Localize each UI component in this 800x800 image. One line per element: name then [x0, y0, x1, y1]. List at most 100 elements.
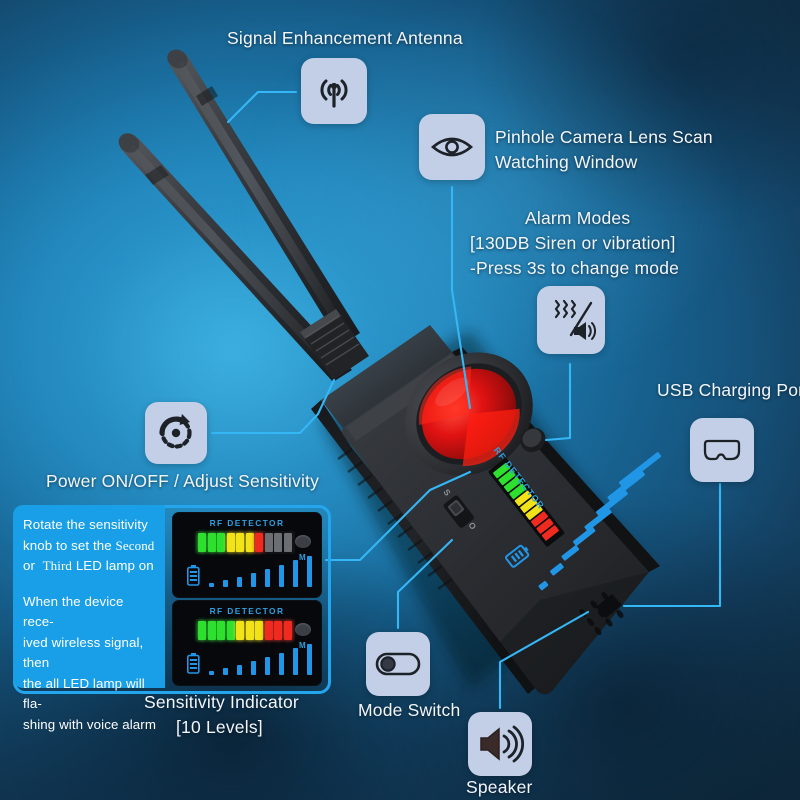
mode-button[interactable] — [516, 423, 551, 457]
caption-alarm-line2: [130DB Siren or vibration] — [470, 233, 676, 253]
instr-p2-line4: shing with voice alarm — [23, 716, 157, 732]
lcd0-bar-8 — [307, 556, 312, 587]
device-sensitivity-bar-5 — [584, 508, 612, 532]
lcd0-bar-2 — [223, 580, 228, 587]
instr-p1-line3: or Third LED lamp on — [23, 558, 154, 573]
speaker-hole — [616, 610, 624, 618]
toggle-switch-icon — [366, 632, 430, 696]
lcd0-led-4 — [226, 533, 235, 552]
lcd0-led-1 — [198, 533, 206, 552]
caption-sensitivity-line2: [10 Levels] — [176, 717, 263, 737]
lcd0-led-9 — [274, 533, 282, 552]
device-sensitivity-bar-1 — [538, 580, 549, 591]
lcd1-led-5 — [236, 621, 244, 640]
lcd1-bar-2 — [223, 668, 228, 675]
device-sensitivity-bar-2 — [549, 563, 564, 576]
lcd0-mode-label: M — [299, 553, 306, 562]
device-led-5 — [514, 490, 532, 506]
lcd1-led-2 — [207, 621, 216, 640]
speaker-hole — [598, 609, 605, 618]
speaker-hole — [605, 618, 613, 627]
lcd1-bar-6 — [279, 653, 284, 675]
speaker-hole — [601, 592, 609, 600]
caption-alarm-line3: -Press 3s to change mode — [470, 258, 680, 278]
lcd1-sensitivity-bars — [209, 644, 321, 675]
instr-p2-line3: the all LED lamp will fla- — [23, 675, 145, 712]
lcd1-battery-icon — [187, 653, 200, 674]
lcd0-bar-1 — [209, 583, 214, 587]
leader-power — [210, 378, 336, 435]
lcd0-led-3 — [217, 533, 225, 552]
device-sensitivity-bar-4 — [572, 526, 596, 546]
lcd1-mode-label: M — [299, 641, 306, 650]
sensitivity-bars — [538, 452, 662, 591]
device-led-1 — [493, 462, 511, 479]
caption-sensitivity-line1: Sensitivity Indicator — [144, 692, 299, 712]
lcd1-led-1 — [198, 621, 206, 640]
antenna-collar — [300, 309, 369, 380]
lcd0-battery-icon — [187, 565, 200, 586]
leader-speaker — [498, 610, 590, 710]
lcd0-led-5 — [236, 533, 244, 552]
instr-p2-line1: When the device rece- — [23, 593, 124, 630]
lcd0-led-7 — [255, 533, 263, 552]
lcd1-title: RF DETECTOR — [209, 606, 285, 616]
camera-lens — [405, 352, 533, 476]
leader-sensitivity — [324, 470, 472, 562]
lcd0-sensitivity-bars — [209, 556, 321, 587]
antenna-upper — [167, 49, 360, 345]
lcd1-bar-4 — [251, 661, 256, 675]
lcd0-led-10 — [283, 533, 292, 552]
lcd1-led-8 — [264, 621, 273, 640]
rotate-knob-icon — [145, 402, 207, 464]
caption-usb: USB Charging Port — [657, 380, 800, 400]
lcd0-led-6 — [245, 533, 254, 552]
lcd1-led-bar — [195, 619, 295, 642]
lcd1-led-9 — [274, 621, 282, 640]
caption-mode-switch: Mode Switch — [358, 700, 461, 720]
lcd0-title: RF DETECTOR — [209, 518, 285, 528]
usb-port-on-device — [596, 594, 622, 618]
eye-icon — [419, 114, 485, 180]
caption-power: Power ON/OFF / Adjust Sensitivity — [46, 471, 320, 491]
caption-lens-line1: Pinhole Camera Lens Scan — [495, 127, 713, 147]
lcd1-knob — [295, 623, 311, 636]
sensitivity-instructions: Rotate the sensitivity knob to set the S… — [13, 505, 165, 732]
led-bar-graph — [488, 458, 565, 547]
device-led-3 — [503, 476, 521, 493]
micro-usb-icon — [690, 418, 754, 482]
slide-switch[interactable]: S O — [441, 487, 478, 532]
antenna-signal-icon — [301, 58, 367, 124]
caption-alarm-line1: Alarm Modes — [525, 208, 631, 228]
lcd-display-sample-2: RF DETECTOR M — [172, 600, 322, 686]
lcd0-bar-3 — [237, 577, 242, 587]
lcd1-led-4 — [226, 621, 235, 640]
lcd0-led-8 — [264, 533, 273, 552]
lcd0-led-bar — [195, 531, 295, 554]
device-sensitivity-bar-3 — [561, 545, 580, 561]
lcd1-bar-7 — [293, 648, 298, 675]
lcd-display-sample-1: RF DETECTOR M — [172, 512, 322, 598]
device-led-7 — [525, 504, 543, 520]
switch-label-top: S — [441, 487, 453, 498]
instr-p1-line1: Rotate the sensitivity — [23, 517, 148, 532]
lcd0-bar-5 — [265, 569, 270, 587]
caption-lens-line2: Watching Window — [495, 152, 638, 172]
leader-usb — [622, 482, 722, 608]
instr-p2-line2: ived wireless signal, then — [23, 634, 144, 671]
caption-speaker: Speaker — [466, 777, 533, 797]
device-led-4 — [509, 483, 527, 500]
switch-label-bottom: O — [466, 520, 478, 532]
lcd1-led-6 — [245, 621, 254, 640]
device-led-8 — [531, 511, 549, 527]
device-sensitivity-bar-8 — [618, 452, 662, 487]
device-led-9 — [536, 518, 554, 534]
device-battery-icon — [505, 544, 530, 568]
lcd1-bar-8 — [307, 644, 312, 675]
speaker-icon — [468, 712, 532, 776]
instr-p1-line2: knob to set the Second — [23, 537, 155, 553]
lcd0-led-2 — [207, 533, 216, 552]
